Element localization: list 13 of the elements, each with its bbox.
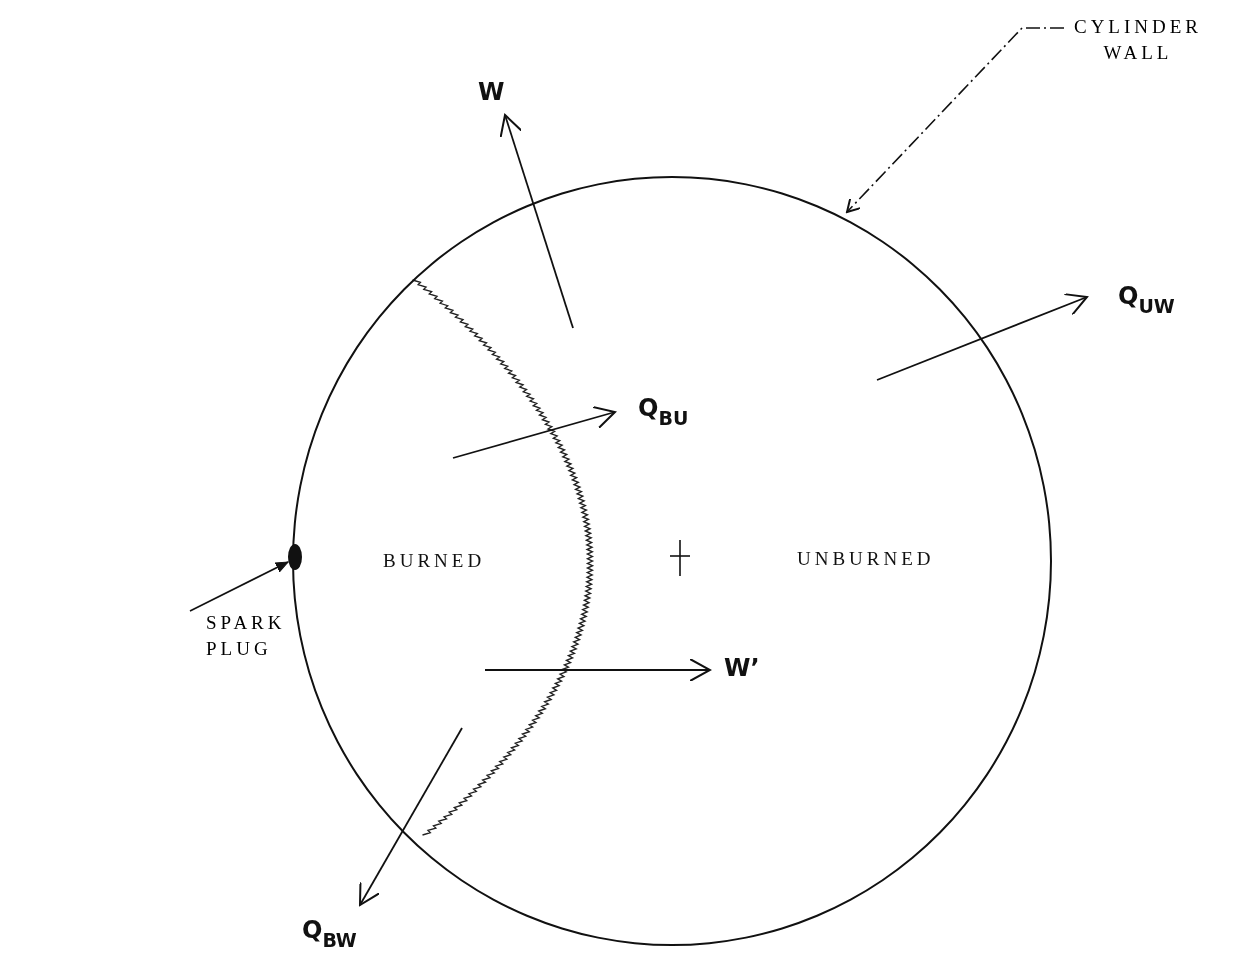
region-label: UNBURNED (797, 547, 935, 571)
work-symbol: W’ (724, 654, 760, 682)
heat-symbol: Q$_{BW}$ (302, 916, 357, 951)
leader-line (846, 27, 1065, 213)
region-label: BURNED (383, 549, 486, 573)
heat-symbol: Q$_{BU}$ (638, 394, 689, 429)
spark-plug-dot (288, 544, 302, 570)
leader-arrow (189, 561, 289, 612)
part-label: CYLINDER WALL (1068, 14, 1208, 66)
part-label: SPARK PLUG (206, 610, 326, 662)
heat-symbol: Q$_{UW}$ (1118, 282, 1175, 317)
work-symbol: W (478, 78, 505, 106)
cylinder-wall-circle (292, 176, 1052, 946)
